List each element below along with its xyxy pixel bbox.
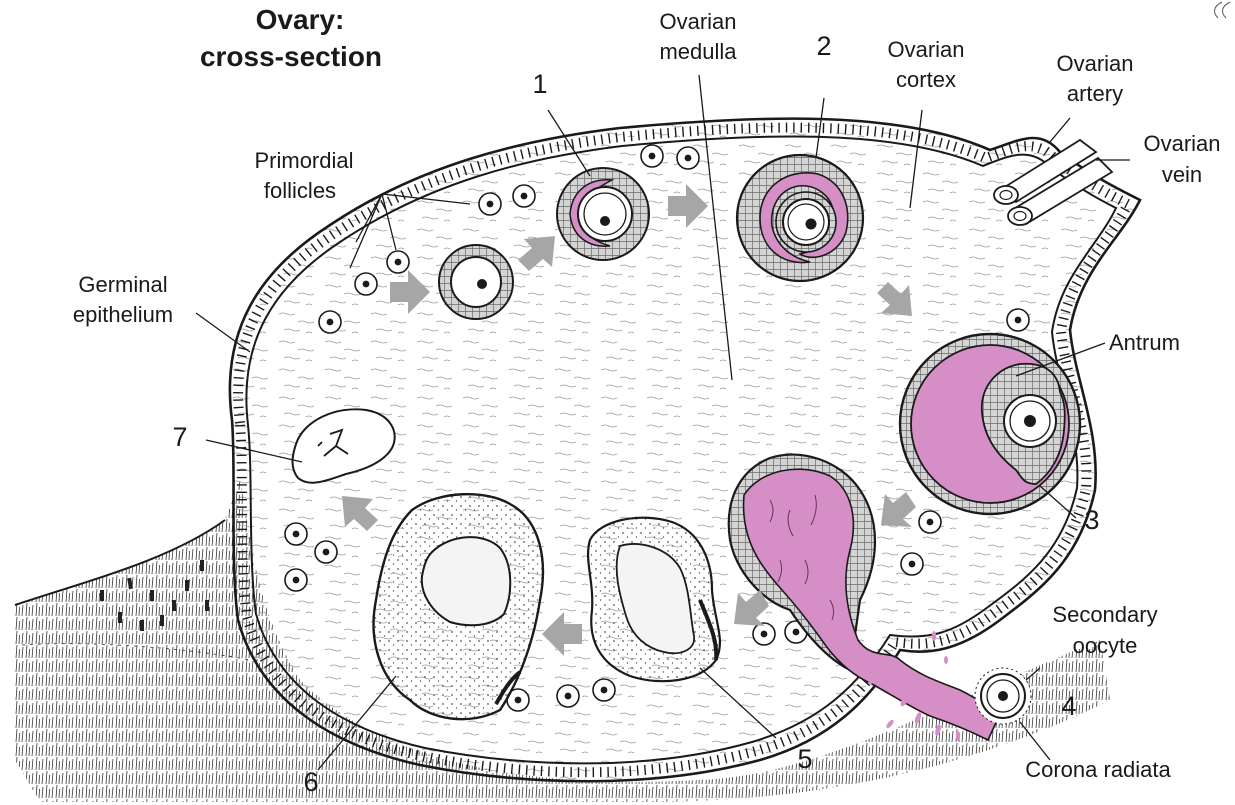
secondary-oocyte xyxy=(975,668,1031,724)
primary-follicle-1 xyxy=(557,168,649,260)
label-germinal-2: epithelium xyxy=(73,302,173,327)
corner-mark xyxy=(1215,2,1230,18)
label-cortex-1: Ovarian xyxy=(887,37,964,62)
label-medulla-2: medulla xyxy=(659,39,737,64)
secondary-follicle-2 xyxy=(737,155,863,281)
label-primordial-2: follicles xyxy=(264,178,336,203)
label-artery-2: artery xyxy=(1067,81,1123,106)
label-vein-1: Ovarian xyxy=(1143,131,1220,156)
label-cortex-2: cortex xyxy=(896,67,956,92)
number-7: 7 xyxy=(172,422,187,452)
number-4: 4 xyxy=(1061,691,1076,721)
primary-follicle-small xyxy=(439,245,513,319)
label-artery-1: Ovarian xyxy=(1056,51,1133,76)
label-vein-2: vein xyxy=(1162,162,1202,187)
label-primordial-1: Primordial xyxy=(254,148,353,173)
label-antrum: Antrum xyxy=(1109,330,1180,355)
number-5: 5 xyxy=(797,744,812,774)
label-germinal-1: Germinal xyxy=(78,272,167,297)
label-corona-radiata: Corona radiata xyxy=(1025,757,1171,782)
number-2: 2 xyxy=(816,31,831,61)
label-secondary-oocyte-2: oocyte xyxy=(1073,633,1138,658)
label-medulla-1: Ovarian xyxy=(659,9,736,34)
number-1: 1 xyxy=(532,69,547,99)
title-line1: Ovary: xyxy=(256,4,345,35)
number-6: 6 xyxy=(303,767,318,797)
label-secondary-oocyte-1: Secondary xyxy=(1052,602,1157,627)
number-3: 3 xyxy=(1084,505,1099,535)
graafian-follicle-3 xyxy=(900,334,1080,514)
title-line2: cross-section xyxy=(200,41,382,72)
